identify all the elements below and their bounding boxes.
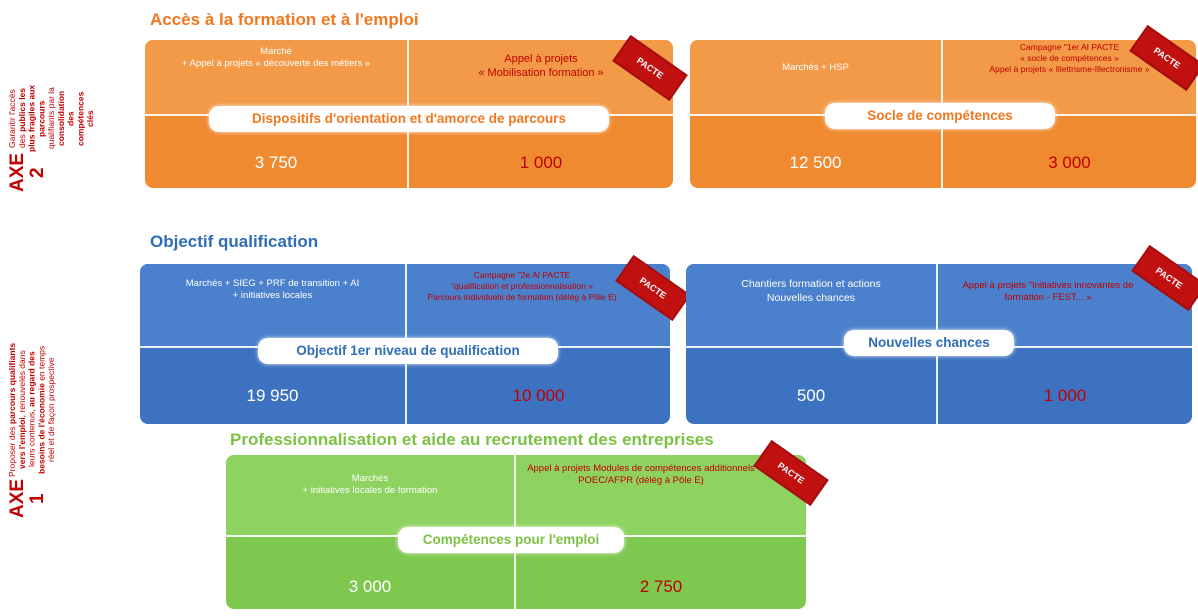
axe1-title: AXE 1: [7, 478, 48, 518]
socle-left-text: Marchés + HSP: [782, 62, 849, 73]
axe2-description: Garantir l'accès des publics les plus fr…: [7, 84, 96, 153]
orientation-label: Dispositifs d'orientation et d'amorce de…: [209, 106, 609, 132]
orientation-left-value: 3 750: [254, 153, 298, 172]
socle-left-value: 12 500: [789, 153, 842, 172]
box-competences-top: [226, 455, 806, 535]
qualification-left-value: 19 950: [246, 386, 299, 405]
chances-right-text: Appel à projets "Initiatives innovantes …: [962, 280, 1134, 304]
section-title-acces: Accès à la formation et à l'emploi: [150, 10, 419, 29]
axe1-description: Proposer des parcours qualifiants vers l…: [7, 342, 57, 477]
competences-right-value: 2 750: [639, 577, 683, 596]
section-title-professionnalisation: Professionnalisation et aide au recrutem…: [230, 430, 714, 449]
qualification-right-text: Campagne "2e AI PACTE "qualification et …: [427, 270, 617, 303]
competences-left-text: Marchés + initiatives locales de formati…: [302, 473, 438, 497]
socle-right-value: 3 000: [1048, 153, 1091, 172]
box-socle: Marchés + HSP Campagne "1er AI PACTE « s…: [690, 24, 1198, 188]
box-socle-top: [690, 40, 1196, 114]
box-orientation: Marché + Appel à projets « découverte de…: [145, 34, 688, 188]
qualification-label: Objectif 1er niveau de qualification: [258, 338, 558, 364]
axe2-title: AXE 2: [7, 152, 48, 192]
orientation-right-value: 1 000: [519, 153, 563, 172]
box-competences: Marchés + initiatives locales de formati…: [226, 439, 829, 609]
chances-label: Nouvelles chances: [844, 330, 1014, 356]
chances-right-value: 1 000: [1043, 386, 1087, 405]
section-title-qualification: Objectif qualification: [150, 232, 319, 251]
socle-label: Socle de compétences: [825, 103, 1055, 129]
orientation-left-text: Marché + Appel à projets « découverte de…: [181, 46, 371, 70]
chances-left-value: 500: [796, 386, 826, 405]
box-chances: Chantiers formation et actions Nouvelles…: [686, 244, 1198, 424]
axe2-label: AXE 2 Garantir l'accès des publics les p…: [7, 84, 100, 192]
orientation-right-text: Appel à projets « Mobilisation formation…: [478, 53, 604, 80]
axe1-label: AXE 1 Proposer des parcours qualifiants …: [7, 340, 92, 518]
qualification-right-value: 10 000: [512, 386, 565, 405]
competences-left-value: 3 000: [348, 577, 392, 596]
competences-label: Compétences pour l'emploi: [398, 527, 624, 553]
socle-right-text: Campagne "1er AI PACTE « socle de compét…: [989, 42, 1150, 75]
qualification-left-text: Marchés + SIEG + PRF de transition + AI …: [185, 278, 360, 302]
box-qualification: Marchés + SIEG + PRF de transition + AI …: [140, 254, 691, 424]
competences-right-text: Appel à projets Modules de compétences a…: [527, 463, 755, 487]
chances-left-text: Chantiers formation et actions Nouvelles…: [741, 278, 881, 304]
box-orientation-top: [145, 40, 673, 114]
